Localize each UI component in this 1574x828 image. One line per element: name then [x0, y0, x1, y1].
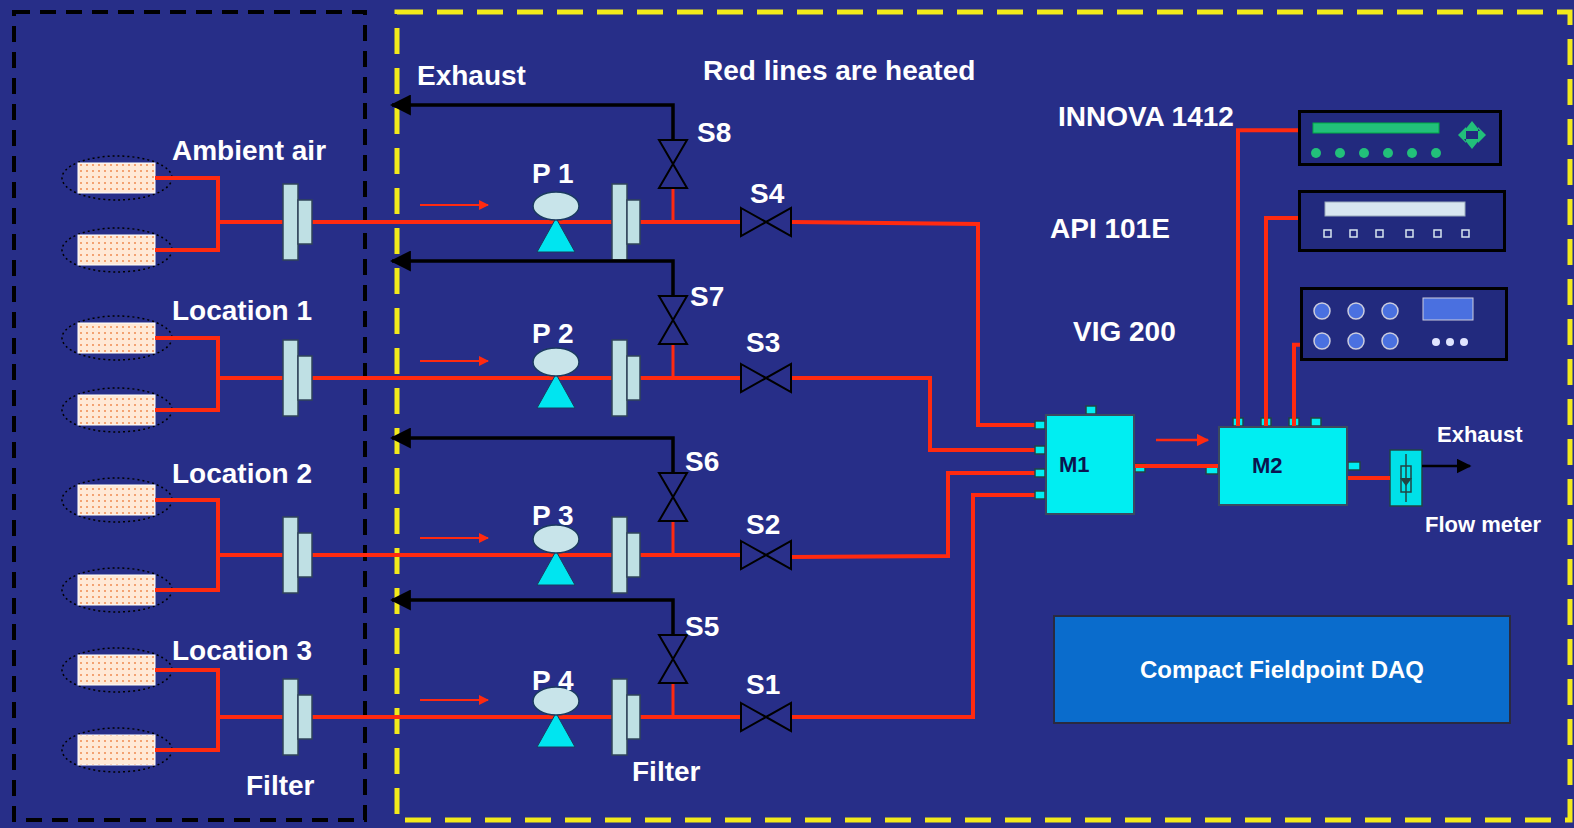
filter-label: Filter	[632, 756, 700, 788]
manifold-box: M1	[1045, 414, 1135, 515]
node-text: Compact Fieldpoint DAQ	[1140, 656, 1424, 684]
valve-label: S7	[690, 281, 724, 313]
node-text: M2	[1252, 453, 1283, 478]
instrument: API 101E	[1298, 190, 1506, 252]
instrument: INNOVA 1412	[1298, 110, 1502, 166]
flow-meter: Flow meter	[1390, 450, 1422, 506]
pump-label: P 2	[532, 318, 574, 350]
valve-label: S6	[685, 446, 719, 478]
exhaust-label: Exhaust	[1437, 422, 1523, 447]
pump-label: P 3	[532, 500, 574, 532]
note: Exhaust	[417, 60, 526, 92]
pump-label: P 4	[532, 665, 574, 697]
valve-label: S5	[685, 611, 719, 643]
valve-label: S2	[746, 509, 780, 541]
note: Red lines are heated	[703, 55, 975, 87]
instrument: VIG 200	[1300, 287, 1508, 361]
location-label: Ambient air	[172, 135, 326, 167]
heated-line	[1348, 476, 1390, 480]
heated-line	[1238, 130, 1298, 426]
pump-label: P 1	[532, 158, 574, 190]
location-label: Location 2	[172, 458, 312, 490]
node-text: VIG 200	[1073, 316, 1176, 348]
filter-label: Filter	[246, 770, 314, 802]
node-text: M1	[1059, 452, 1090, 477]
node-text: API 101E	[1050, 213, 1170, 245]
valve-label: S8	[697, 117, 731, 149]
manifold-box: M2	[1218, 426, 1348, 506]
valve-label: S3	[746, 327, 780, 359]
valve-label: S4	[750, 178, 784, 210]
node-text: Flow meter	[1425, 512, 1541, 537]
heated-line	[1135, 464, 1218, 468]
node-text: INNOVA 1412	[1058, 101, 1234, 133]
valve-label: S1	[746, 669, 780, 701]
location-label: Location 3	[172, 635, 312, 667]
daq-box: Compact Fieldpoint DAQ	[1053, 615, 1511, 724]
location-label: Location 1	[172, 295, 312, 327]
